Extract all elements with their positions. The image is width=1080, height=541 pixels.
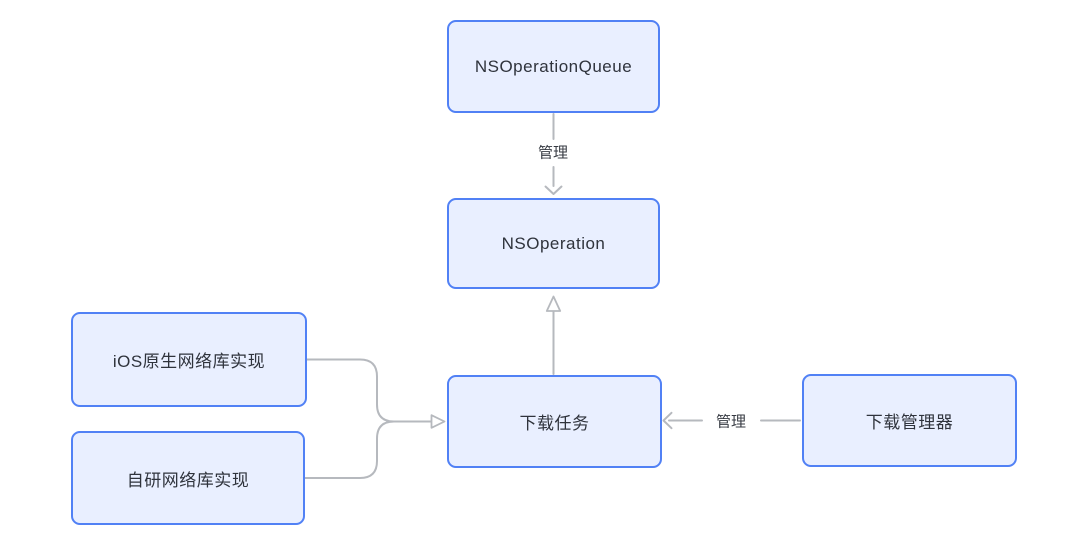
node-self-built-impl[interactable]: 自研网络库实现 xyxy=(71,431,305,525)
arrowhead-left-icon xyxy=(662,411,673,430)
node-nsoperation[interactable]: NSOperation xyxy=(447,198,660,289)
edge-label-manage-manager: 管理 xyxy=(712,410,750,432)
edge-label-manage-queue: 管理 xyxy=(534,141,572,163)
arrowhead-up-triangle-icon xyxy=(545,295,562,312)
node-ios-native-impl-label: iOS原生网络库实现 xyxy=(112,352,266,371)
arrowhead-down-icon xyxy=(544,185,563,195)
node-download-manager-label: 下载管理器 xyxy=(865,413,954,432)
edge-self-built-to-task xyxy=(304,420,432,479)
node-download-task-label: 下载任务 xyxy=(519,414,590,433)
edge-ios-native-to-task xyxy=(306,358,432,423)
node-nsoperationqueue-label: NSOperationQueue xyxy=(474,56,633,76)
node-self-built-impl-label: 自研网络库实现 xyxy=(126,470,250,490)
node-download-task[interactable]: 下载任务 xyxy=(447,375,662,468)
node-nsoperation-label: NSOperation xyxy=(501,233,606,253)
node-download-manager[interactable]: 下载管理器 xyxy=(802,374,1017,467)
node-nsoperationqueue[interactable]: NSOperationQueue xyxy=(447,20,660,113)
arrowhead-right-triangle-icon xyxy=(430,414,446,429)
node-ios-native-impl[interactable]: iOS原生网络库实现 xyxy=(71,312,307,407)
